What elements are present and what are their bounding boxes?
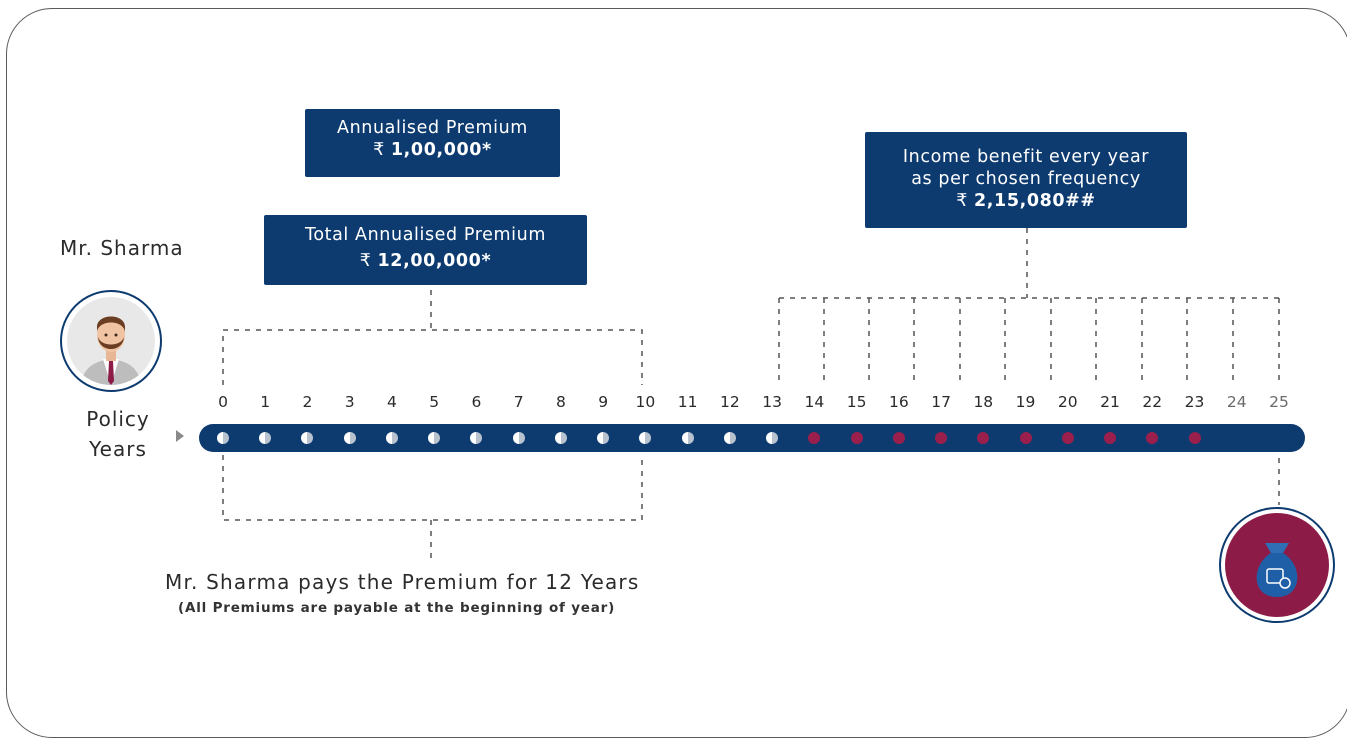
policy-word: Policy	[86, 407, 150, 431]
year-label-22: 22	[1142, 393, 1163, 411]
year-label-14: 14	[804, 393, 825, 411]
annualised-premium-amount: 1,00,000*	[390, 140, 492, 160]
rupee-symbol: ₹	[373, 140, 385, 160]
year-label-0: 0	[218, 393, 228, 411]
benefit-dot-17	[935, 432, 948, 444]
premium-dot-7	[512, 432, 525, 444]
years-word: Years	[89, 437, 147, 461]
year-label-11: 11	[677, 393, 698, 411]
person-name: Mr. Sharma	[60, 236, 184, 260]
year-label-18: 18	[973, 393, 994, 411]
year-label-3: 3	[344, 393, 355, 411]
premium-dot-10	[639, 432, 652, 444]
benefit-dot-19	[1019, 432, 1032, 444]
money-bag-icon	[1219, 507, 1335, 623]
premium-bottom-bracket	[222, 455, 643, 521]
premium-dot-6	[470, 432, 483, 444]
year-label-9: 9	[598, 393, 609, 411]
total-premium-box: Total Annualised Premium ₹12,00,000*	[264, 215, 587, 285]
income-benefit-box: Income benefit every year as per chosen …	[865, 132, 1187, 228]
premium-caption: Mr. Sharma pays the Premium for 12 Years	[165, 570, 640, 594]
year-label-24: 24	[1226, 393, 1247, 411]
rupee-symbol: ₹	[956, 191, 969, 211]
annualised-premium-box: Annualised Premium ₹1,00,000*	[305, 109, 560, 177]
premium-dot-2	[301, 432, 314, 444]
premium-dot-12	[723, 432, 736, 444]
benefit-dot-16	[892, 432, 905, 444]
premium-top-bracket	[222, 329, 643, 385]
income-benefit-amount: 2,15,080##	[974, 191, 1096, 211]
premium-dot-1	[259, 432, 272, 444]
year-label-15: 15	[846, 393, 867, 411]
year-label-16: 16	[888, 393, 909, 411]
year-label-20: 20	[1057, 393, 1078, 411]
premium-sub-caption: (All Premiums are payable at the beginni…	[178, 600, 616, 616]
year-label-8: 8	[555, 393, 566, 411]
income-benefit-label-2: as per chosen frequency	[911, 169, 1141, 189]
premium-dot-3	[343, 432, 356, 444]
year-label-17: 17	[931, 393, 951, 411]
premium-dot-8	[554, 432, 567, 444]
year-label-12: 12	[720, 393, 740, 411]
premium-dot-5	[428, 432, 441, 444]
timeline-bar	[199, 424, 1305, 452]
year-label-1: 1	[260, 393, 271, 411]
total-premium-amount: 12,00,000*	[377, 251, 492, 271]
benefit-dot-20	[1061, 432, 1074, 444]
year-label-19: 19	[1015, 393, 1036, 411]
man-avatar-icon	[60, 290, 162, 392]
total-premium-label: Total Annualised Premium	[305, 225, 546, 245]
premium-dot-11	[681, 432, 694, 444]
year-label-13: 13	[762, 393, 782, 411]
benefit-dot-15	[850, 432, 863, 444]
policy-years-label: Policy Years	[80, 404, 156, 464]
year-label-7: 7	[513, 393, 524, 411]
benefit-dot-14	[808, 432, 821, 444]
year-label-6: 6	[471, 393, 482, 411]
year-label-10: 10	[635, 393, 656, 411]
year-label-5: 5	[429, 393, 440, 411]
income-benefit-label-1: Income benefit every year	[902, 147, 1150, 167]
connector-lines	[222, 228, 1280, 562]
benefit-dot-22	[1146, 432, 1159, 444]
premium-dot-13	[766, 432, 779, 444]
arrow-right-icon	[176, 430, 184, 442]
year-label-4: 4	[387, 393, 397, 411]
benefit-dot-23	[1188, 432, 1201, 444]
premium-dot-0	[217, 432, 229, 444]
rupee-symbol: ₹	[359, 251, 372, 271]
year-label-2: 2	[302, 393, 313, 411]
benefit-dot-21	[1104, 432, 1117, 444]
premium-dot-9	[597, 432, 610, 444]
annualised-premium-label: Annualised Premium	[337, 118, 528, 138]
year-label-21: 21	[1100, 393, 1120, 411]
year-label-23: 23	[1184, 393, 1205, 411]
year-label-25: 25	[1269, 393, 1289, 411]
premium-dot-4	[385, 432, 398, 444]
benefit-drops	[778, 298, 1280, 385]
benefit-dot-18	[977, 432, 990, 444]
